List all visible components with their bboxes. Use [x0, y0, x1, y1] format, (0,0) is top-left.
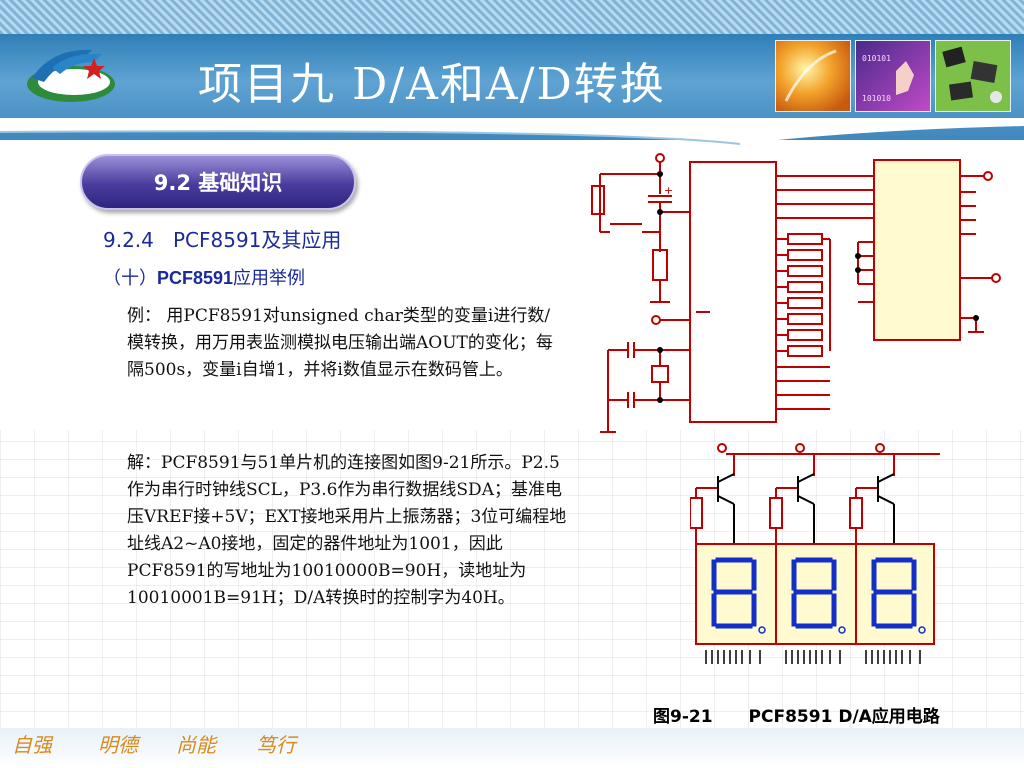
thumbnail-image-2: 010101 101010 [855, 40, 931, 112]
top-pattern-strip [0, 0, 1024, 34]
topic-rest: 应用举例 [233, 268, 306, 289]
topic-bold: PCF8591 [157, 268, 234, 288]
thumbnail-image-3 [935, 40, 1011, 112]
school-logo [27, 49, 115, 102]
motto-1: 自强 [12, 733, 52, 757]
topic-prefix: （十） [103, 268, 157, 289]
svg-text:010101: 010101 [862, 54, 891, 63]
section-label: 9.2 基础知识 [153, 171, 283, 195]
header-curve [0, 118, 1024, 145]
example-paragraph: 例： 用PCF8591对unsigned char类型的变量i进行数/模转换，用… [127, 306, 553, 380]
seven-segment-display [690, 443, 940, 664]
motto-2: 明德 [98, 733, 138, 757]
subsection-name: PCF8591及其应用 [172, 228, 342, 252]
figure-number: 图9-21 [653, 707, 713, 727]
figure-title: PCF8591 D/A应用电路 [748, 707, 940, 727]
page-title: 项目九 D/A和A/D转换 [198, 59, 666, 110]
subsection-heading: 9.2.4 PCF8591及其应用 [103, 224, 341, 253]
topic-heading: （十）PCF8591应用举例 [103, 264, 305, 290]
motto-3: 尚能 [176, 733, 216, 757]
solution-paragraph: 解：PCF8591与51单片机的连接图如图9-21所示。P2.5作为串行时钟线S… [127, 453, 567, 608]
footer-bar [0, 728, 1024, 768]
figure-caption: 图9-21 PCF8591 D/A应用电路 [653, 702, 940, 727]
thumbnail-image-1 [775, 40, 851, 112]
svg-text:+: + [664, 184, 673, 197]
motto-4: 笃行 [256, 733, 296, 757]
subsection-number: 9.2.4 [103, 228, 154, 252]
circuit-schematic: + [591, 153, 1001, 433]
svg-text:101010: 101010 [862, 94, 891, 103]
section-pill: 9.2 基础知识 [80, 154, 356, 210]
